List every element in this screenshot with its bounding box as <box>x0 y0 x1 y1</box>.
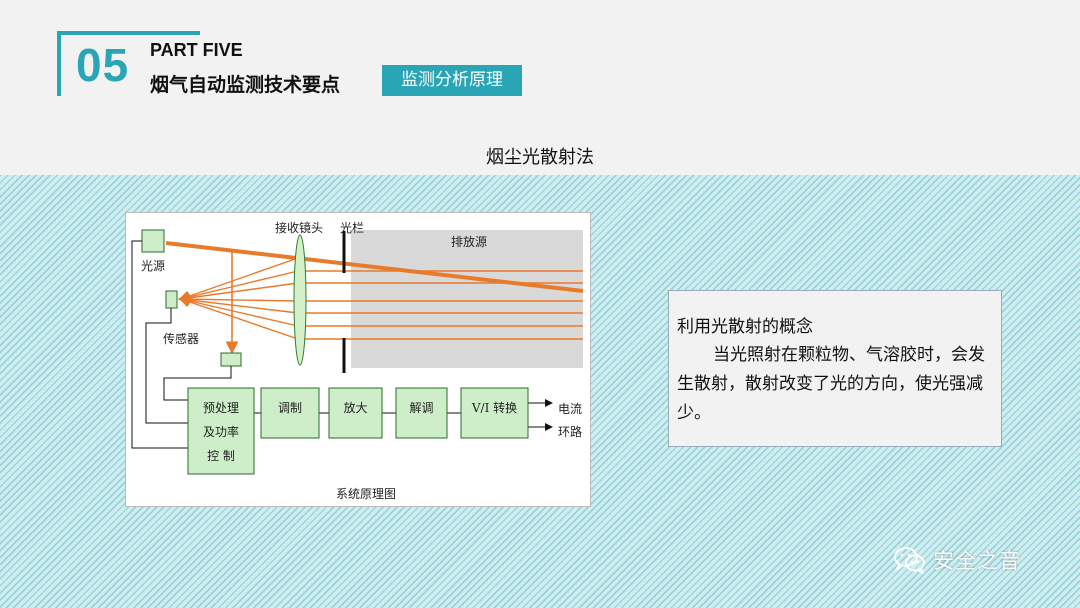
preprocess-line-2: 及功率 <box>202 425 239 439</box>
diagram-drawing <box>131 229 584 475</box>
receiver-lens <box>293 234 307 366</box>
reference-detector-box <box>220 352 242 367</box>
sensor-label: 传感器 <box>163 332 200 346</box>
part-label: PART FIVE <box>150 40 243 60</box>
preprocess-line-1: 预处理 <box>202 401 239 415</box>
emission-source-area <box>351 230 583 368</box>
preprocess-block <box>187 387 255 475</box>
preprocess-line-3: 控 制 <box>207 449 235 463</box>
watermark: 安全之音 <box>893 545 1021 575</box>
light-source-box <box>141 229 165 253</box>
emission-source-label: 排放源 <box>451 235 488 249</box>
vi-convert-label: V/I 转换 <box>471 401 518 415</box>
amplify-label: 放大 <box>343 401 368 415</box>
section-bracket <box>57 31 200 96</box>
diagram-caption: 系统原理图 <box>336 487 397 501</box>
modulate-block <box>260 387 320 439</box>
slide-header: 05 PART FIVE 烟气自动监测技术要点 监测分析原理 烟尘光散射法 <box>0 0 1080 175</box>
demodulate-block <box>395 387 448 439</box>
demodulate-label: 解调 <box>409 401 434 415</box>
output-label-loop: 环路 <box>558 425 583 439</box>
explanation-title: 利用光散射的概念 <box>677 317 813 337</box>
output-label-current: 电流 <box>558 402 583 416</box>
wiring <box>131 240 553 449</box>
signal-blocks <box>187 387 529 475</box>
section-number: 05 <box>76 39 130 91</box>
aperture-label: 光栏 <box>340 221 365 235</box>
explanation-box: 利用光散射的概念 当光照射在颗粒物、气溶胶时，会发生散射，散射改变了光的方向，使… <box>668 290 1002 447</box>
explanation-body: 当光照射在颗粒物、气溶胶时，会发生散射，散射改变了光的方向，使光强减少。 <box>677 345 985 423</box>
system-diagram: 光源 传感器 接收镜头 光栏 排放源 系统原理图 电流 环路 预处理 及功率 控… <box>125 212 591 507</box>
modulate-label: 调制 <box>277 401 302 415</box>
light-source-label: 光源 <box>141 259 166 273</box>
section-title: 烟气自动监测技术要点 <box>150 74 341 96</box>
sensor-box <box>165 290 178 309</box>
slide-heading: 烟尘光散射法 <box>486 147 594 168</box>
topic-badge: 监测分析原理 <box>382 65 522 96</box>
amplify-block <box>328 387 383 439</box>
wechat-icon <box>894 547 925 574</box>
watermark-text: 安全之音 <box>933 549 1021 573</box>
receiver-lens-label: 接收镜头 <box>275 221 324 235</box>
vi-convert-block <box>460 387 529 439</box>
